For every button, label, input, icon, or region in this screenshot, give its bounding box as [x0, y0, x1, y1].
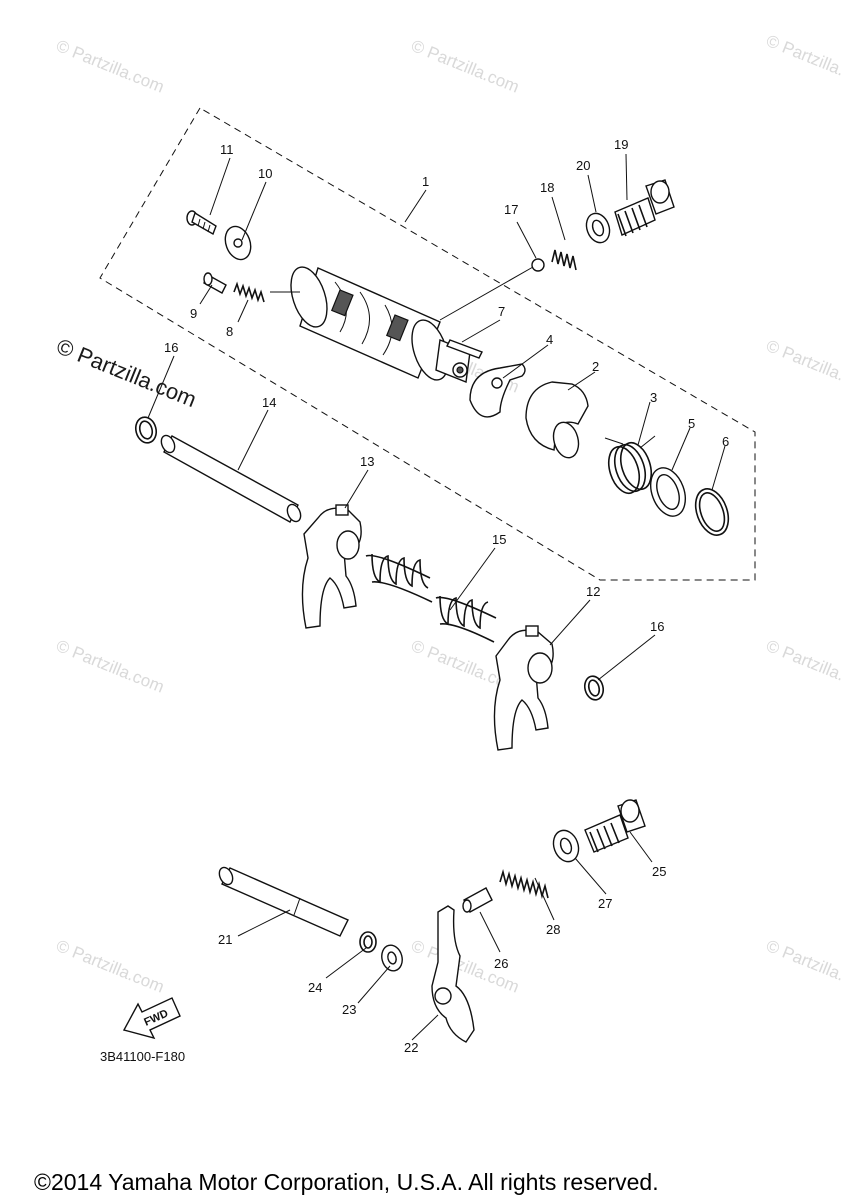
- part-17-ball: [531, 258, 545, 272]
- watermark: © Partzilla.com: [54, 936, 167, 997]
- callout-19: 19: [614, 137, 628, 152]
- callout-27: 27: [598, 896, 612, 911]
- callout-24: 24: [308, 980, 322, 995]
- callout-16-lower: 16: [650, 619, 664, 634]
- part-22-shift-lever: [431, 905, 475, 1043]
- watermark: © Partzilla.com: [54, 36, 167, 97]
- callout-16-upper: 16: [164, 340, 178, 355]
- callout-22: 22: [404, 1040, 418, 1055]
- copyright-notice: ©2014 Yamaha Motor Corporation, U.S.A. A…: [34, 1169, 659, 1195]
- callout-8: 8: [226, 324, 233, 339]
- part-21-shift-shaft: [218, 866, 349, 937]
- part-18-spring: [551, 249, 577, 271]
- assembly-boundary: [99, 107, 756, 581]
- watermark: © Partzilla.com: [54, 636, 167, 697]
- callout-13: 13: [360, 454, 374, 469]
- callout-23: 23: [342, 1002, 356, 1017]
- callout-7: 7: [498, 304, 505, 319]
- part-27-washer: [552, 829, 580, 863]
- watermark: © Partzilla.com: [764, 636, 843, 697]
- callout-18: 18: [540, 180, 554, 195]
- part-5-washer: [650, 467, 686, 517]
- callout-4: 4: [546, 332, 553, 347]
- callout-9: 9: [190, 306, 197, 321]
- part-11-screw: [186, 210, 217, 236]
- callout-labels: 1 2 3 4 5 6 7 8 9 10 11 12 13 14 15 16 1…: [164, 137, 729, 1055]
- callout-1: 1: [422, 174, 429, 189]
- part-25-bolt: [584, 799, 646, 853]
- part-16-circlip-lower: [583, 675, 605, 701]
- part-26-pin: [462, 887, 493, 913]
- callout-17: 17: [504, 202, 518, 217]
- callout-2: 2: [592, 359, 599, 374]
- part-1-shift-drum: [290, 266, 471, 383]
- callout-20: 20: [576, 158, 590, 173]
- part-8-spring: [233, 281, 265, 303]
- callout-25: 25: [652, 864, 666, 879]
- leader-lines: [147, 153, 726, 1041]
- diagram-code: 3B41100-F180: [100, 1049, 185, 1064]
- part-10-plate: [224, 225, 252, 261]
- part-7-pin: [446, 339, 483, 359]
- part-23-washer: [381, 944, 403, 972]
- part-6-circlip: [694, 488, 730, 536]
- part-14-fork-shaft: [160, 434, 302, 523]
- callout-26: 26: [494, 956, 508, 971]
- callout-10: 10: [258, 166, 272, 181]
- callout-5: 5: [688, 416, 695, 431]
- callout-11: 11: [220, 142, 234, 157]
- part-3-torsion-spring: [604, 435, 656, 495]
- part-19-bolt: [614, 179, 675, 237]
- part-12-shift-fork: [493, 625, 554, 751]
- callout-14: 14: [262, 395, 276, 410]
- part-28-spring: [499, 868, 549, 900]
- part-16-circlip-upper: [134, 416, 158, 444]
- callout-3: 3: [650, 390, 657, 405]
- forward-direction-arrow: FWD: [122, 997, 181, 1040]
- part-20-washer: [585, 212, 611, 244]
- callout-28: 28: [546, 922, 560, 937]
- callout-12: 12: [586, 584, 600, 599]
- callout-15: 15: [492, 532, 506, 547]
- part-13-shift-fork: [301, 504, 362, 629]
- part-24-circlip: [359, 931, 377, 953]
- watermark: © Partzilla.com: [764, 31, 843, 92]
- watermark: © Partzilla.com: [764, 936, 843, 997]
- watermark: © Partzilla.com: [764, 336, 843, 397]
- watermark: © Partzilla.com: [409, 36, 522, 97]
- callout-21: 21: [218, 932, 232, 947]
- part-9-pin: [203, 272, 227, 294]
- callout-6: 6: [722, 434, 729, 449]
- part-15-springs: [365, 553, 497, 643]
- part-4-stopper-plate: [469, 363, 526, 418]
- part-2-segment: [525, 381, 589, 459]
